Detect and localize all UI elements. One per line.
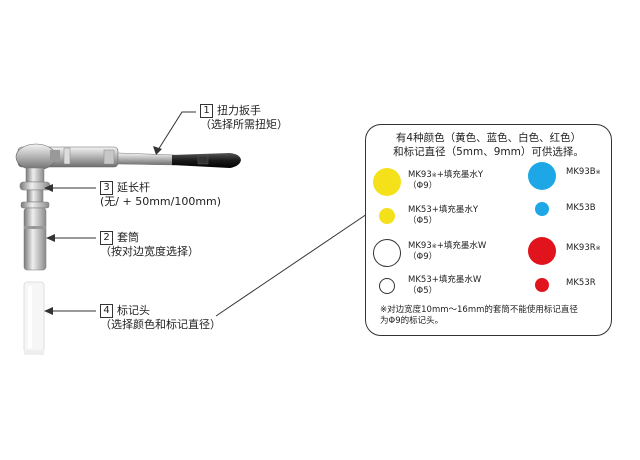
socket [23,207,47,271]
callout-torque-wrench: 1 扭力扳手 （选择所需扭矩） [200,104,288,132]
item-blue-9: MK93B※ [566,167,601,178]
panel-title-line1: 有4种颜色（黄色、蓝色、白色、红色） [395,132,582,144]
item-mark: ※ [431,172,437,179]
callout-title: 延长杆 [117,181,150,194]
item-code: MK93R [566,243,596,253]
blue-marker-5mm-swatch [535,202,549,216]
item-suffix: +填充墨水Y [436,170,484,180]
red-marker-5mm-swatch [535,278,549,292]
color-options-panel: 有4种颜色（黄色、蓝色、白色、红色） 和标记直径（5mm、9mm）可供选择。 M… [365,124,612,336]
yellow-marker-5mm-swatch [379,208,395,224]
callout-number: 1 [200,104,213,118]
item-mark: ※ [595,245,601,252]
callout-socket: 2 套筒 （按对边宽度选择） [100,231,199,259]
white-marker-9mm-swatch [373,239,401,267]
panel-title-line2: 和标记直径（5mm、9mm）可供选择。 [393,146,584,158]
item-suffix: +填充墨水W [431,275,482,285]
item-diameter: （Φ9） [408,252,438,262]
item-mark: ※ [595,169,601,176]
item-suffix: +填充墨水W [436,241,487,251]
item-blue-5: MK53B [566,203,596,214]
callout-number: 2 [100,231,113,245]
extension-bar [19,167,51,209]
callout-subtitle: (无/ + 50mm/100mm) [100,195,222,208]
callout-title: 标记头 [117,304,150,317]
red-marker-9mm-swatch [528,237,556,265]
item-white-9: MK93※+填充墨水W （Φ9） [408,241,486,263]
callout-title: 扭力扳手 [217,104,261,117]
callout-subtitle: （按对边宽度选择） [100,245,199,258]
blue-marker-9mm-swatch [528,162,556,190]
callout-subtitle: （选择所需扭矩） [200,118,288,131]
callout-title: 套筒 [117,231,139,244]
item-code: MK53B [566,203,596,213]
callout-number: 4 [100,304,113,318]
wrench-head [15,143,119,171]
callout-subtitle: （选择颜色和标记直径） [100,318,221,331]
yellow-marker-9mm-swatch [373,168,401,196]
item-red-5: MK53R [566,278,596,289]
item-code: MK53R [566,278,596,288]
footnote-line2: 为Φ9的标记头。 [380,316,444,326]
item-code: MK93 [408,170,432,180]
item-code: MK93 [408,241,432,251]
item-red-9: MK93R※ [566,243,601,254]
item-code: MK53 [408,275,432,285]
wrench-shaft [117,152,176,166]
footnote-line1: ※对边宽度10mm～16mm的套筒不能使用标记直径 [380,305,578,315]
callout-marking-head: 4 标记头 （选择颜色和标记直径） [100,304,221,332]
white-marker-5mm-swatch [379,278,395,294]
item-code: MK93B [566,167,596,177]
item-yellow-9: MK93※+填充墨水Y （Φ9） [408,170,483,192]
item-diameter: （Φ9） [408,181,438,191]
footnote: ※对边宽度10mm～16mm的套筒不能使用标记直径 为Φ9的标记头。 [380,305,605,327]
callout-number: 3 [100,181,113,195]
item-diameter: （Φ5） [408,286,438,296]
marking-head [23,281,45,355]
callout-extension-bar: 3 延长杆 (无/ + 50mm/100mm) [100,181,221,209]
item-white-5: MK53+填充墨水W （Φ5） [408,275,481,297]
item-yellow-5: MK53+填充墨水Y （Φ5） [408,205,478,227]
item-code: MK53 [408,205,432,215]
leader-lines [44,111,368,317]
wrench-grip [172,153,241,168]
item-mark: ※ [431,243,437,250]
item-diameter: （Φ5） [408,216,438,226]
item-suffix: +填充墨水Y [431,205,479,215]
